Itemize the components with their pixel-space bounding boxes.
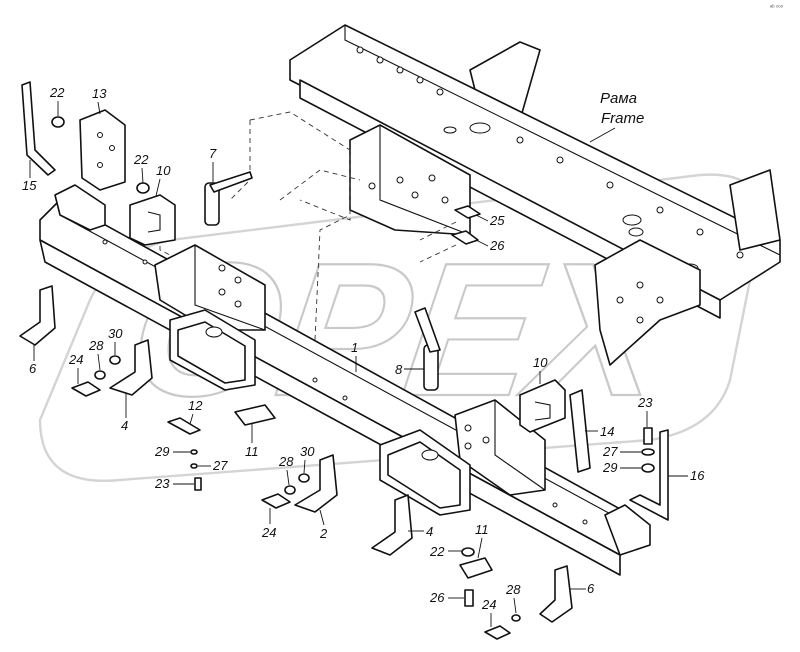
part-23-bolt-a — [194, 477, 202, 491]
callout-27-a: 27 — [212, 458, 228, 473]
callout-2: 2 — [319, 526, 328, 541]
frame-label-en: Frame — [601, 110, 644, 127]
part-6-bracket-right — [539, 565, 573, 623]
callout-28-a: 28 — [88, 338, 104, 353]
callouts: 1 2 4 4 6 6 7 8 10 10 11 11 12 13 14 15 … — [22, 85, 705, 627]
callout-29-b: 29 — [602, 460, 617, 475]
part-13-plate — [79, 109, 126, 191]
callout-12: 12 — [188, 398, 203, 413]
part-11-plate-right — [459, 557, 493, 579]
part-4-bracket-right — [371, 494, 413, 556]
callout-22-c: 22 — [429, 544, 445, 559]
part-4-bracket-left — [109, 339, 153, 396]
part-10-plate-right — [519, 379, 566, 433]
callout-28-b: 28 — [278, 454, 294, 469]
part-22-nut-a — [51, 116, 65, 128]
callout-13: 13 — [92, 86, 107, 101]
part-10-plate-left — [129, 194, 176, 246]
callout-24-a: 24 — [68, 352, 83, 367]
part-11-plate-left — [234, 404, 276, 426]
callout-30-a: 30 — [108, 326, 123, 341]
callout-10-left: 10 — [156, 163, 171, 178]
callout-8: 8 — [395, 362, 403, 377]
callout-16: 16 — [690, 468, 705, 483]
callout-28-c: 28 — [505, 582, 521, 597]
part-16-bracket — [629, 429, 669, 521]
part-26-bolt-upper — [451, 230, 479, 245]
callout-7: 7 — [209, 146, 217, 161]
callout-26-lower: 26 — [429, 590, 445, 605]
part-7-pin — [204, 171, 253, 226]
part-12-plate — [167, 417, 201, 435]
bumper-beam — [39, 184, 651, 576]
part-15-bracket — [21, 81, 56, 176]
callout-4-right: 4 — [426, 524, 433, 539]
callout-11-right: 11 — [475, 522, 489, 537]
part-2-bracket — [294, 454, 338, 513]
callout-10-right: 10 — [533, 355, 548, 370]
callout-6-left: 6 — [29, 361, 37, 376]
callout-4-left: 4 — [121, 418, 128, 433]
frame-label-ru: Рама — [600, 90, 637, 107]
callout-23-a: 23 — [154, 476, 170, 491]
callout-27-b: 27 — [602, 444, 618, 459]
callout-25: 25 — [489, 213, 505, 228]
callout-30-b: 30 — [300, 444, 315, 459]
callout-15: 15 — [22, 178, 37, 193]
part-24-bolt-b — [261, 493, 291, 509]
callout-22-a: 22 — [49, 85, 65, 100]
part-8-pin — [414, 307, 441, 391]
callout-23-b: 23 — [637, 395, 653, 410]
part-25-bolt — [454, 205, 481, 219]
callout-11-left: 11 — [245, 444, 259, 459]
frame-holes — [356, 46, 744, 273]
callout-6-right: 6 — [587, 581, 595, 596]
corner-mark: ᵃᵇ ᵒᵒᵒ — [770, 4, 784, 11]
part-6-bracket-left — [19, 285, 56, 346]
part-24-bolt-a — [71, 381, 101, 397]
vehicle-frame — [289, 24, 781, 366]
part-26-bolt-lower — [464, 589, 474, 607]
part-14-plate — [569, 389, 591, 473]
small-fasteners — [94, 355, 655, 622]
callout-26-upper: 26 — [489, 238, 505, 253]
callout-22-b: 22 — [133, 152, 149, 167]
callout-24-c: 24 — [481, 597, 496, 612]
part-22-nut-b — [136, 182, 150, 194]
callout-24-b: 24 — [261, 525, 276, 540]
callout-14: 14 — [600, 424, 614, 439]
part-23-bolt-b — [643, 427, 653, 445]
part-24-bolt-c — [484, 625, 511, 640]
callout-1: 1 — [351, 340, 358, 355]
callout-29-a: 29 — [154, 444, 169, 459]
